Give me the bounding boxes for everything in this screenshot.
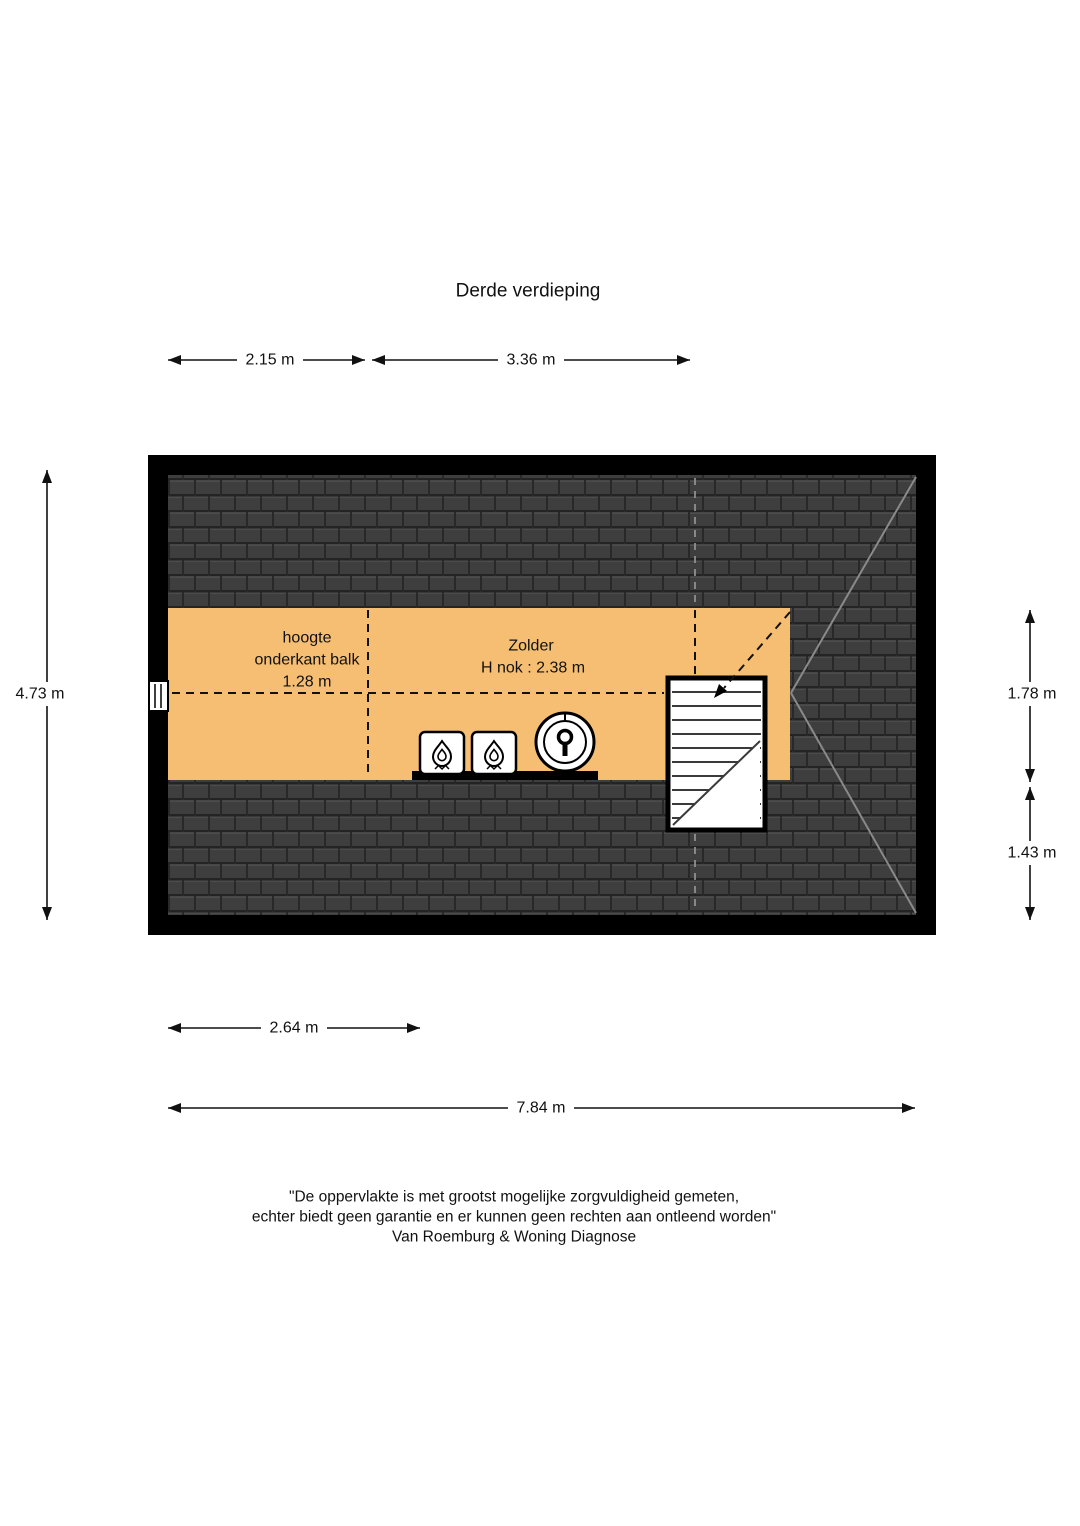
- window-frame: [148, 680, 169, 712]
- boiler-body: [418, 730, 466, 776]
- heat-wave: [486, 764, 502, 771]
- arrowhead-right-icon: [407, 1023, 420, 1033]
- dim-label-bg: [7, 682, 73, 706]
- heat-wave: [434, 764, 450, 771]
- dim-label: 2.15 m: [246, 352, 295, 369]
- beam-note-line1: hoogte: [283, 630, 332, 647]
- arrowhead-right-icon: [352, 355, 365, 365]
- dimension-right-upper: 1.78 m: [999, 610, 1065, 782]
- beam-note-line3: 1.28 m: [283, 674, 332, 691]
- dimension-left: 4.73 m: [7, 470, 73, 920]
- arrowhead-down-icon: [1025, 769, 1035, 782]
- dim-label-bg: [508, 1096, 574, 1120]
- ridge-height-label: H nok : 2.38 m: [481, 660, 585, 677]
- dimension-top-left: 2.15 m: [168, 348, 365, 372]
- dim-label-bg: [498, 348, 564, 372]
- unit-keyhole-head: [556, 728, 574, 746]
- staircase: [665, 675, 768, 833]
- beam-note-line2: onderkant balk: [255, 652, 361, 669]
- arrowhead-left-icon: [168, 1103, 181, 1113]
- ventilation-unit-icon: [534, 711, 596, 773]
- arrowhead-down-icon: [1025, 907, 1035, 920]
- page-title: Derde verdieping: [456, 281, 601, 302]
- arrowhead-down-icon: [42, 907, 52, 920]
- flame-inner: [489, 748, 499, 762]
- arrowhead-up-icon: [42, 470, 52, 483]
- boiler-body: [470, 730, 518, 776]
- dim-label-bg: [261, 1016, 327, 1040]
- arrowhead-left-icon: [372, 355, 385, 365]
- arrowhead-right-icon: [677, 355, 690, 365]
- flame-outline: [431, 739, 453, 767]
- stair-arrowhead-icon: [714, 684, 727, 698]
- stair-cut-line: [672, 740, 761, 826]
- boiler-flame-icon: [470, 730, 518, 776]
- dim-label-bg: [237, 348, 303, 372]
- disclaimer-line3: Van Roemburg & Woning Diagnose: [392, 1229, 636, 1246]
- dim-label: 2.64 m: [270, 1020, 319, 1037]
- flame-outline: [483, 739, 505, 767]
- room-label: Zolder: [508, 638, 554, 655]
- boiler-flame-icon: [418, 730, 466, 776]
- disclaimer-line2: echter biedt geen garantie en er kunnen …: [252, 1209, 776, 1226]
- dimension-right-lower: 1.43 m: [999, 787, 1065, 920]
- flame-inner: [437, 748, 447, 762]
- dimension-top-right: 3.36 m: [372, 348, 690, 372]
- disclaimer: "De oppervlakte is met grootst mogelijke…: [252, 1189, 776, 1246]
- appliance-shelf: [412, 771, 598, 780]
- dim-label-bg: [999, 841, 1065, 865]
- roof-hip-lines: [790, 476, 917, 914]
- dim-label: 4.73 m: [16, 686, 65, 703]
- dim-label: 1.78 m: [1008, 686, 1057, 703]
- disclaimer-line1: "De oppervlakte is met grootst mogelijke…: [289, 1189, 739, 1206]
- arrowhead-left-icon: [168, 355, 181, 365]
- dim-label: 1.43 m: [1008, 845, 1057, 862]
- dim-label: 3.36 m: [507, 352, 556, 369]
- arrowhead-right-icon: [902, 1103, 915, 1113]
- window-slats: [154, 684, 162, 708]
- dimension-bottom-inner: 2.64 m: [168, 1016, 420, 1040]
- dim-label: 7.84 m: [517, 1100, 566, 1117]
- dimension-bottom-total: 7.84 m: [168, 1096, 915, 1120]
- floor-plan: hoogte onderkant balk 1.28 m Zolder H no…: [148, 455, 936, 935]
- arrowhead-up-icon: [1025, 610, 1035, 623]
- arrowhead-up-icon: [1025, 787, 1035, 800]
- window-icon: [148, 680, 169, 712]
- arrowhead-left-icon: [168, 1023, 181, 1033]
- dim-label-bg: [999, 682, 1065, 706]
- stair-arrow-line: [723, 611, 791, 689]
- stair-direction-arrow: [714, 611, 791, 698]
